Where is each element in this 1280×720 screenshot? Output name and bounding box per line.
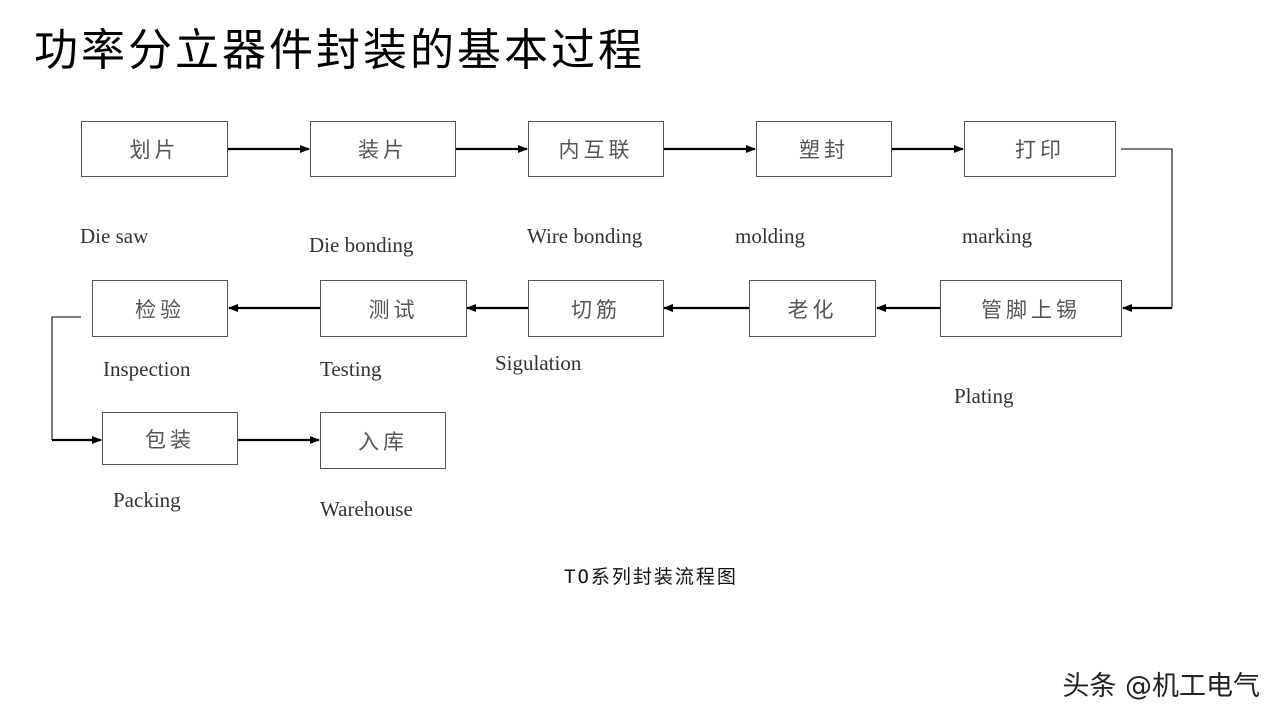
step-label-zh: 装片 — [358, 138, 408, 162]
step-label-zh: 测试 — [368, 297, 419, 322]
step-label-zh: 打印 — [1015, 138, 1065, 162]
watermark: 头条 @机工电气 — [1062, 671, 1260, 702]
step-box-testing: 测试 — [320, 280, 467, 337]
step-box-die-saw: 划片 — [81, 121, 228, 177]
connector-marking-to-plating — [1121, 148, 1173, 308]
step-label-en-inspection: Inspection — [103, 357, 191, 381]
step-box-singulation: 切筋 — [528, 280, 664, 337]
step-box-warehouse: 入库 — [320, 412, 446, 469]
step-box-molding: 塑封 — [756, 121, 892, 177]
page-title: 功率分立器件封装的基本过程 — [34, 25, 645, 76]
step-box-packing: 包装 — [102, 412, 238, 465]
figure-caption: TO系列封装流程图 — [564, 566, 738, 588]
step-label-zh: 检验 — [135, 297, 185, 322]
step-label-zh: 管脚上锡 — [981, 297, 1081, 322]
step-label-zh: 入库 — [358, 429, 408, 454]
step-label-en-die-bonding: Die bonding — [309, 233, 414, 257]
step-label-en-warehouse: Warehouse — [320, 497, 413, 521]
step-label-en-packing: Packing — [113, 488, 181, 512]
step-label-zh: 老化 — [787, 297, 838, 322]
step-label-en-marking: marking — [962, 224, 1032, 248]
step-label-zh: 切筋 — [571, 297, 621, 322]
step-label-en-singulation: Sigulation — [495, 351, 582, 375]
connector-inspection-to-packing — [51, 316, 81, 440]
step-label-zh: 内互联 — [558, 138, 634, 162]
step-box-inspection: 检验 — [92, 280, 228, 337]
step-label-en-testing: Testing — [320, 357, 382, 381]
step-label-zh: 塑封 — [799, 138, 849, 162]
step-label-en-molding: molding — [735, 224, 806, 248]
step-label-en-die-saw: Die saw — [80, 224, 149, 248]
step-box-plating: 管脚上锡 — [940, 280, 1122, 337]
step-label-en-wire-bonding: Wire bonding — [527, 224, 643, 248]
step-box-marking: 打印 — [964, 121, 1116, 177]
step-box-die-bonding: 装片 — [310, 121, 456, 177]
step-box-aging: 老化 — [749, 280, 876, 337]
step-label-en-plating: Plating — [954, 384, 1014, 408]
step-label-zh: 划片 — [129, 138, 180, 162]
step-box-wire-bonding: 内互联 — [528, 121, 664, 177]
step-label-zh: 包装 — [145, 427, 195, 452]
